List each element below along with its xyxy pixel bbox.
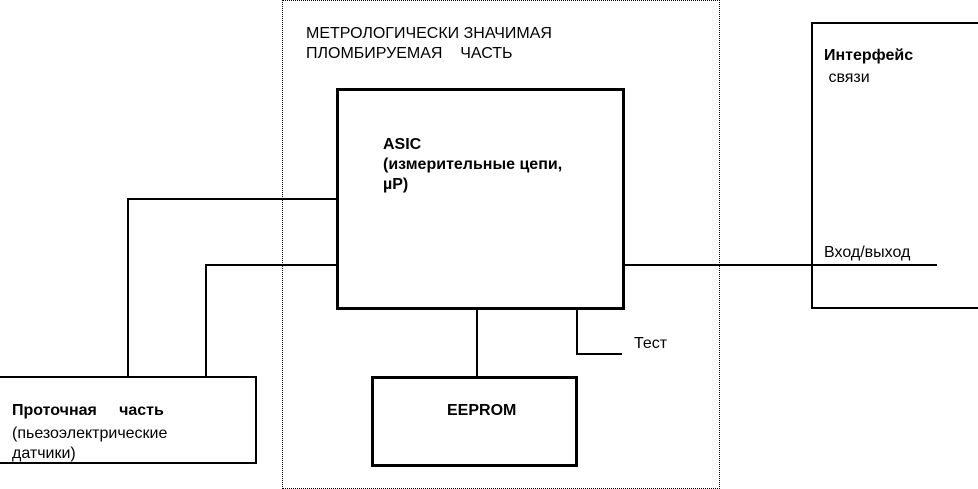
flow-part-label-line1: Проточная часть — [12, 402, 164, 419]
interface-label-line1: Интерфейс — [824, 47, 914, 64]
eeprom-label: EEPROM — [447, 402, 517, 419]
sealed-zone-title-line2: ПЛОМБИРУЕМАЯ ЧАСТЬ — [306, 45, 513, 62]
flow-part-label-line2: (пьезоэлектрические — [12, 425, 168, 442]
eeprom-block — [371, 376, 578, 467]
wire-flow-to-asic-upper — [127, 198, 338, 377]
asic-label-line1: ASIC — [383, 136, 422, 153]
interface-label-line2: связи — [824, 69, 870, 86]
asic-block — [336, 88, 625, 310]
asic-label-line3: µP) — [383, 176, 409, 193]
io-label: Вход/выход — [824, 244, 911, 261]
test-label: Тест — [634, 335, 668, 352]
interface-block — [811, 22, 978, 309]
sealed-zone-title-line1: МЕТРОЛОГИЧЕСКИ ЗНАЧИМАЯ — [306, 25, 552, 42]
flow-part-label-line3: датчики) — [12, 445, 76, 462]
asic-label-line2: (измерительные цепи, — [383, 156, 563, 173]
flow-part-block — [0, 376, 257, 464]
wire-asic-to-test — [576, 309, 622, 355]
wire-flow-to-asic-lower — [205, 264, 338, 377]
